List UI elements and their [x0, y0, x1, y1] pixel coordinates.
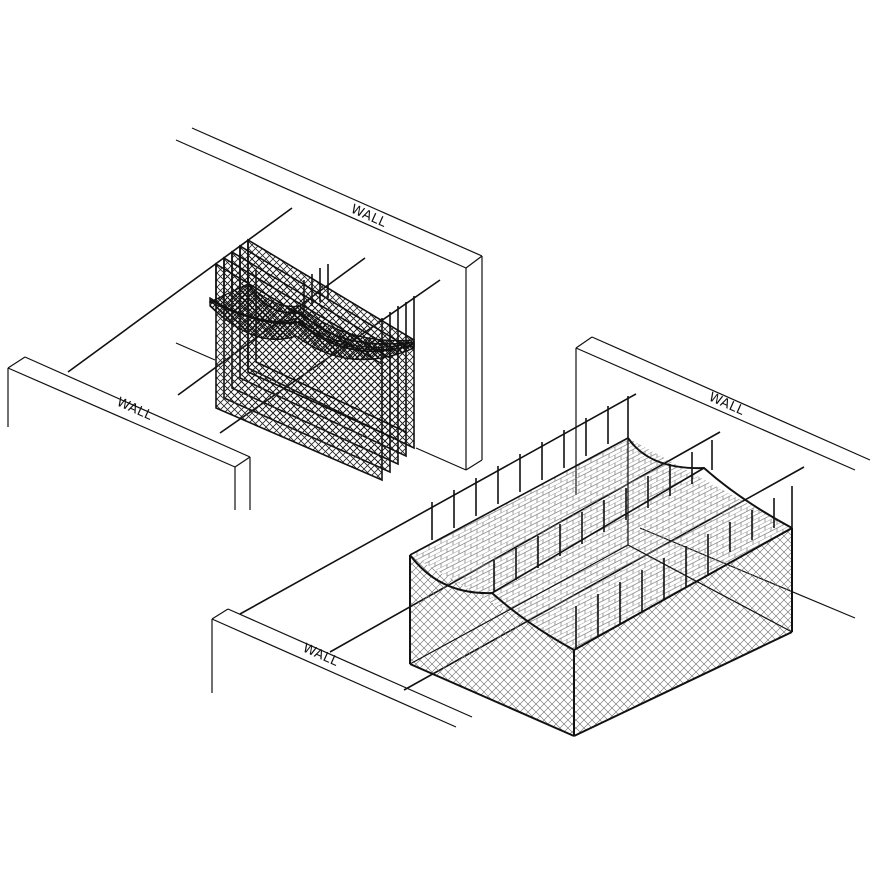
left-wall: WALL — [7, 356, 251, 510]
wall-label-right: WALL — [706, 390, 747, 419]
wall-label-left: WALL — [114, 395, 155, 424]
right-net-enclosure — [239, 393, 856, 737]
wall-label-bottom: WALL — [300, 641, 341, 670]
left-net-curtains — [208, 238, 415, 482]
